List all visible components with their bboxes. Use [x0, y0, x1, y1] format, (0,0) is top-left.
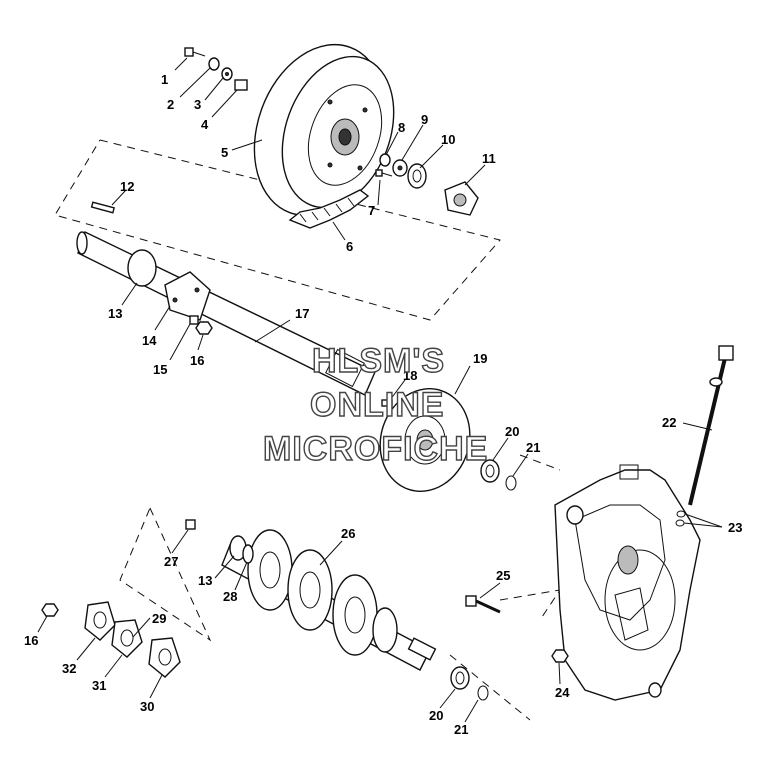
o-ring-21-upper — [505, 475, 517, 491]
drive-chain — [288, 189, 370, 229]
callout-22: 22 — [662, 415, 676, 430]
watermark-line-2: ONLINE — [310, 386, 444, 424]
callout-21-lower: 21 — [454, 722, 468, 737]
callout-11: 11 — [482, 151, 496, 166]
callout-25: 25 — [496, 568, 510, 583]
callout-16-upper: 16 — [190, 353, 204, 368]
chaincase-housing — [554, 464, 701, 701]
callout-30: 30 — [140, 699, 154, 714]
flange-plate-31 — [111, 619, 143, 658]
spacer-28 — [242, 544, 254, 564]
washer-8 — [379, 153, 391, 167]
callout-32: 32 — [62, 661, 76, 676]
seal-20-lower — [450, 666, 470, 690]
washer-9 — [392, 159, 408, 177]
callout-15: 15 — [153, 362, 167, 377]
spacer-4 — [234, 79, 248, 91]
nut-24 — [551, 649, 569, 663]
callout-23: 23 — [728, 520, 742, 535]
callout-4: 4 — [201, 117, 209, 132]
flange-plate-32 — [84, 601, 116, 641]
watermark-line-1: HLSM'S — [312, 342, 445, 380]
bolt-27 — [185, 519, 196, 530]
callout-24: 24 — [555, 685, 570, 700]
leader-lines — [37, 57, 723, 723]
bolt-15 — [189, 315, 199, 325]
callout-31: 31 — [92, 678, 106, 693]
bearing-plate-11 — [444, 181, 479, 216]
callout-6: 6 — [346, 239, 353, 254]
brake-disc-19 — [379, 388, 471, 492]
callout-10: 10 — [441, 132, 455, 147]
callout-12: 12 — [120, 179, 134, 194]
retainer-10 — [407, 163, 427, 189]
callout-13-lower: 13 — [198, 573, 212, 588]
callout-7: 7 — [368, 203, 375, 218]
bolt-25 — [465, 595, 501, 614]
callout-16-lower: 16 — [24, 633, 38, 648]
drive-sprocket-1 — [247, 529, 293, 611]
flange-plate-30 — [148, 637, 181, 678]
callout-14: 14 — [142, 333, 157, 348]
nut-16-upper — [195, 321, 213, 335]
driven-pulley — [253, 43, 395, 217]
callout-3: 3 — [194, 97, 201, 112]
seal-20-upper — [480, 459, 500, 483]
callout-21-upper: 21 — [526, 440, 540, 455]
watermark-line-3: MICROFICHE — [263, 430, 488, 468]
callout-20-upper: 20 — [505, 424, 519, 439]
callout-18: 18 — [403, 368, 417, 383]
washer-3 — [221, 67, 233, 81]
dipstick-22 — [688, 345, 734, 506]
callout-28: 28 — [223, 589, 237, 604]
drive-sprocket-2 — [287, 549, 333, 631]
callout-2: 2 — [167, 97, 174, 112]
callout-5: 5 — [221, 145, 228, 160]
dashed-assembly-outline-upper — [54, 139, 501, 321]
callout-13-upper: 13 — [108, 306, 122, 321]
callout-27: 27 — [164, 554, 178, 569]
washer-2 — [208, 57, 220, 71]
callout-29: 29 — [152, 611, 166, 626]
callout-labels: 1 2 3 4 5 6 7 8 9 10 11 12 13 14 15 16 1… — [24, 72, 742, 737]
callout-20-lower: 20 — [429, 708, 443, 723]
key-pin-12 — [90, 201, 116, 214]
bearing-13 — [127, 249, 157, 287]
callout-1: 1 — [161, 72, 168, 87]
nut-16-lower — [41, 603, 59, 617]
drive-sprocket-3 — [332, 574, 378, 656]
callout-17: 17 — [295, 306, 309, 321]
bolt-1 — [184, 47, 206, 57]
callout-9: 9 — [421, 112, 428, 127]
drive-axle-26 — [221, 529, 437, 671]
callout-19: 19 — [473, 351, 487, 366]
callout-26: 26 — [341, 526, 355, 541]
screw-7 — [375, 169, 393, 177]
key-18 — [381, 399, 393, 407]
callout-8: 8 — [398, 120, 405, 135]
o-ring-21-lower — [477, 685, 489, 701]
bearing-flange-14 — [164, 271, 211, 321]
watermark: HLSM'S ONLINE MICROFICHE — [262, 341, 488, 468]
